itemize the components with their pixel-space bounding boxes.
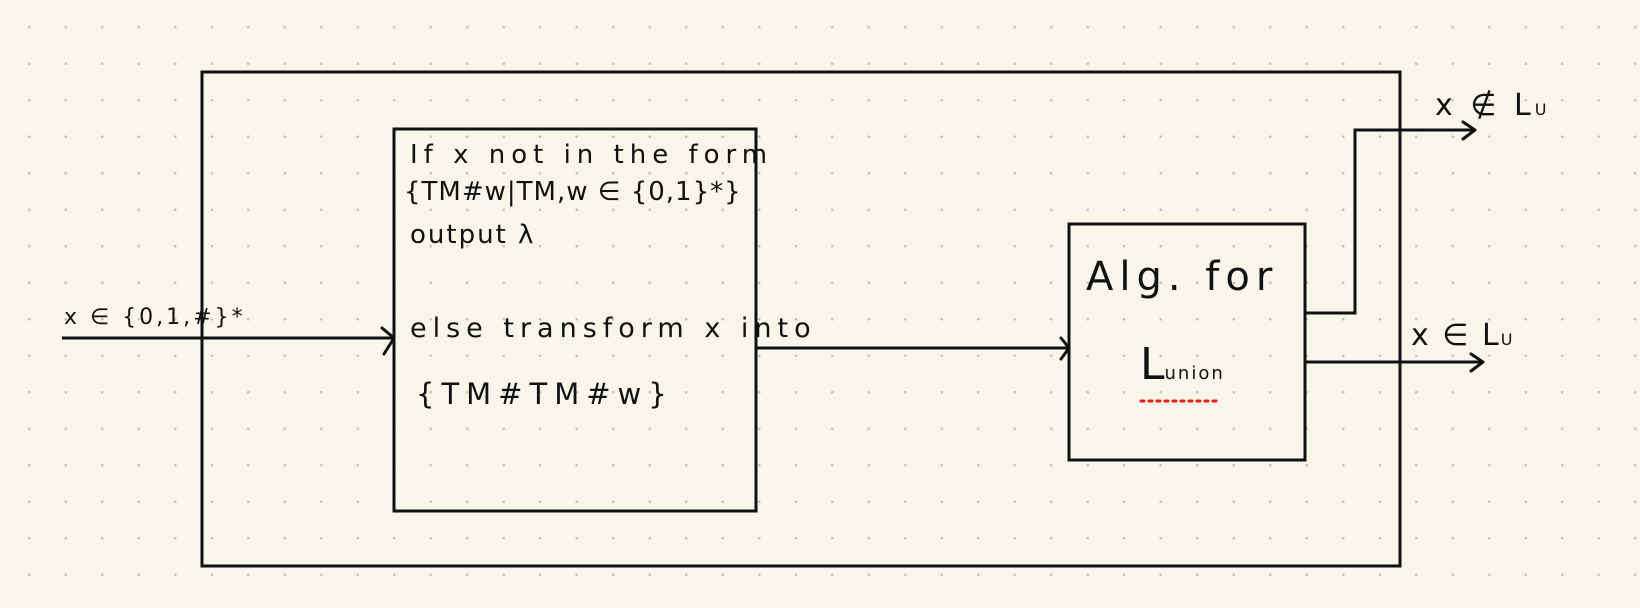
algorithm-language: Lunion bbox=[1140, 339, 1225, 390]
outer-box bbox=[200, 70, 1402, 568]
output-label-bottom: x ∈ LU bbox=[1411, 318, 1514, 353]
preprocessor-line-3: output λ bbox=[410, 220, 536, 250]
preprocessor-line-5: {TM#TM#w} bbox=[416, 377, 674, 411]
preprocessor-line-2: {TM#w|TM,w ∈ {0,1}*} bbox=[404, 177, 742, 207]
preprocessor-line-4: else transform x into bbox=[410, 313, 817, 344]
input-arrow bbox=[62, 326, 396, 356]
language-L: L bbox=[1140, 339, 1165, 390]
output-label-bottom-main: x ∈ L bbox=[1411, 318, 1501, 353]
language-subscript: union bbox=[1164, 363, 1225, 384]
output-label-top-main: x ∉ L bbox=[1435, 88, 1535, 123]
output-label-bottom-sub: U bbox=[1500, 330, 1515, 349]
output-arrow-top bbox=[1305, 120, 1477, 315]
preprocessor-line-1: If x not in the form bbox=[410, 140, 774, 170]
output-arrow-bottom bbox=[1305, 352, 1485, 373]
input-label: x ∈ {0,1,#}* bbox=[64, 305, 246, 330]
output-label-top: x ∉ LU bbox=[1435, 88, 1550, 123]
output-label-top-sub: U bbox=[1534, 100, 1551, 119]
algorithm-box bbox=[1067, 222, 1307, 462]
preprocessor-box bbox=[392, 127, 758, 513]
middle-arrow bbox=[756, 336, 1071, 361]
algorithm-title: Alg. for bbox=[1086, 254, 1279, 300]
input-label-text: x ∈ {0,1,#}* bbox=[64, 305, 246, 330]
